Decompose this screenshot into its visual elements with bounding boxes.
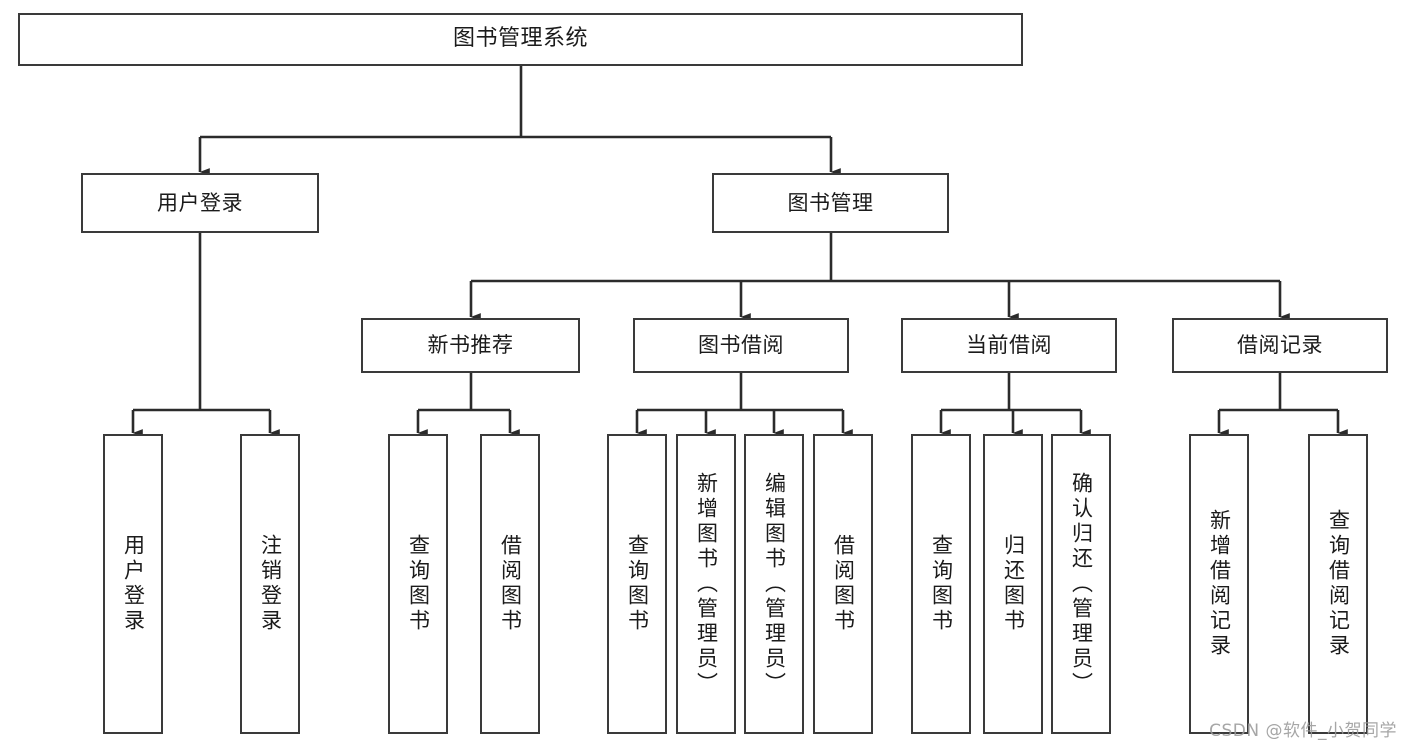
node-leaf-borrow-edit[interactable]: 编辑图书（管理员） <box>744 434 804 734</box>
node-label: 借阅记录 <box>1237 333 1323 358</box>
node-label: 图书管理 <box>787 190 874 215</box>
node-label: 确认归还（管理员） <box>1069 471 1094 697</box>
node-label: 注销登录 <box>258 534 283 634</box>
node-label: 查询图书 <box>929 534 954 634</box>
node-leaf-cur-query[interactable]: 查询图书 <box>911 434 971 734</box>
node-book-borrow[interactable]: 图书借阅 <box>633 318 849 373</box>
node-label: 用户登录 <box>157 190 243 215</box>
node-user-login[interactable]: 用户登录 <box>81 173 319 233</box>
node-leaf-borrow-query[interactable]: 查询图书 <box>607 434 667 734</box>
node-label: 归还图书 <box>1001 534 1026 634</box>
node-label: 新增图书（管理员） <box>694 471 719 697</box>
watermark-text: CSDN @软件_小贺同学 <box>1209 721 1397 741</box>
node-leaf-cur-confirm[interactable]: 确认归还（管理员） <box>1051 434 1111 734</box>
node-borrow-record[interactable]: 借阅记录 <box>1172 318 1388 373</box>
node-leaf-rec-search[interactable]: 查询借阅记录 <box>1308 434 1368 734</box>
node-leaf-rec-borrow[interactable]: 借阅图书 <box>480 434 540 734</box>
node-root[interactable]: 图书管理系统 <box>18 13 1023 66</box>
node-book-manage[interactable]: 图书管理 <box>712 173 949 233</box>
node-leaf-borrow-add[interactable]: 新增图书（管理员） <box>676 434 736 734</box>
node-label: 新增借阅记录 <box>1207 509 1232 659</box>
node-leaf-user-login[interactable]: 用户登录 <box>103 434 163 734</box>
node-label: 当前借阅 <box>966 333 1052 358</box>
node-label: 新书推荐 <box>427 333 514 358</box>
node-new-book-rec[interactable]: 新书推荐 <box>361 318 580 373</box>
node-label: 图书管理系统 <box>452 26 588 52</box>
node-leaf-borrow-lend[interactable]: 借阅图书 <box>813 434 873 734</box>
node-label: 图书借阅 <box>698 333 784 358</box>
node-label: 查询借阅记录 <box>1326 509 1351 659</box>
node-leaf-cur-return[interactable]: 归还图书 <box>983 434 1043 734</box>
node-leaf-rec-query[interactable]: 查询图书 <box>388 434 448 734</box>
node-leaf-user-logout[interactable]: 注销登录 <box>240 434 300 734</box>
node-label: 用户登录 <box>121 534 146 634</box>
node-leaf-rec-add[interactable]: 新增借阅记录 <box>1189 434 1249 734</box>
node-label: 编辑图书（管理员） <box>762 471 787 697</box>
node-label: 借阅图书 <box>831 534 856 634</box>
node-current-borrow[interactable]: 当前借阅 <box>901 318 1117 373</box>
node-label: 查询图书 <box>625 534 650 634</box>
node-label: 借阅图书 <box>498 534 523 634</box>
node-label: 查询图书 <box>406 534 431 634</box>
